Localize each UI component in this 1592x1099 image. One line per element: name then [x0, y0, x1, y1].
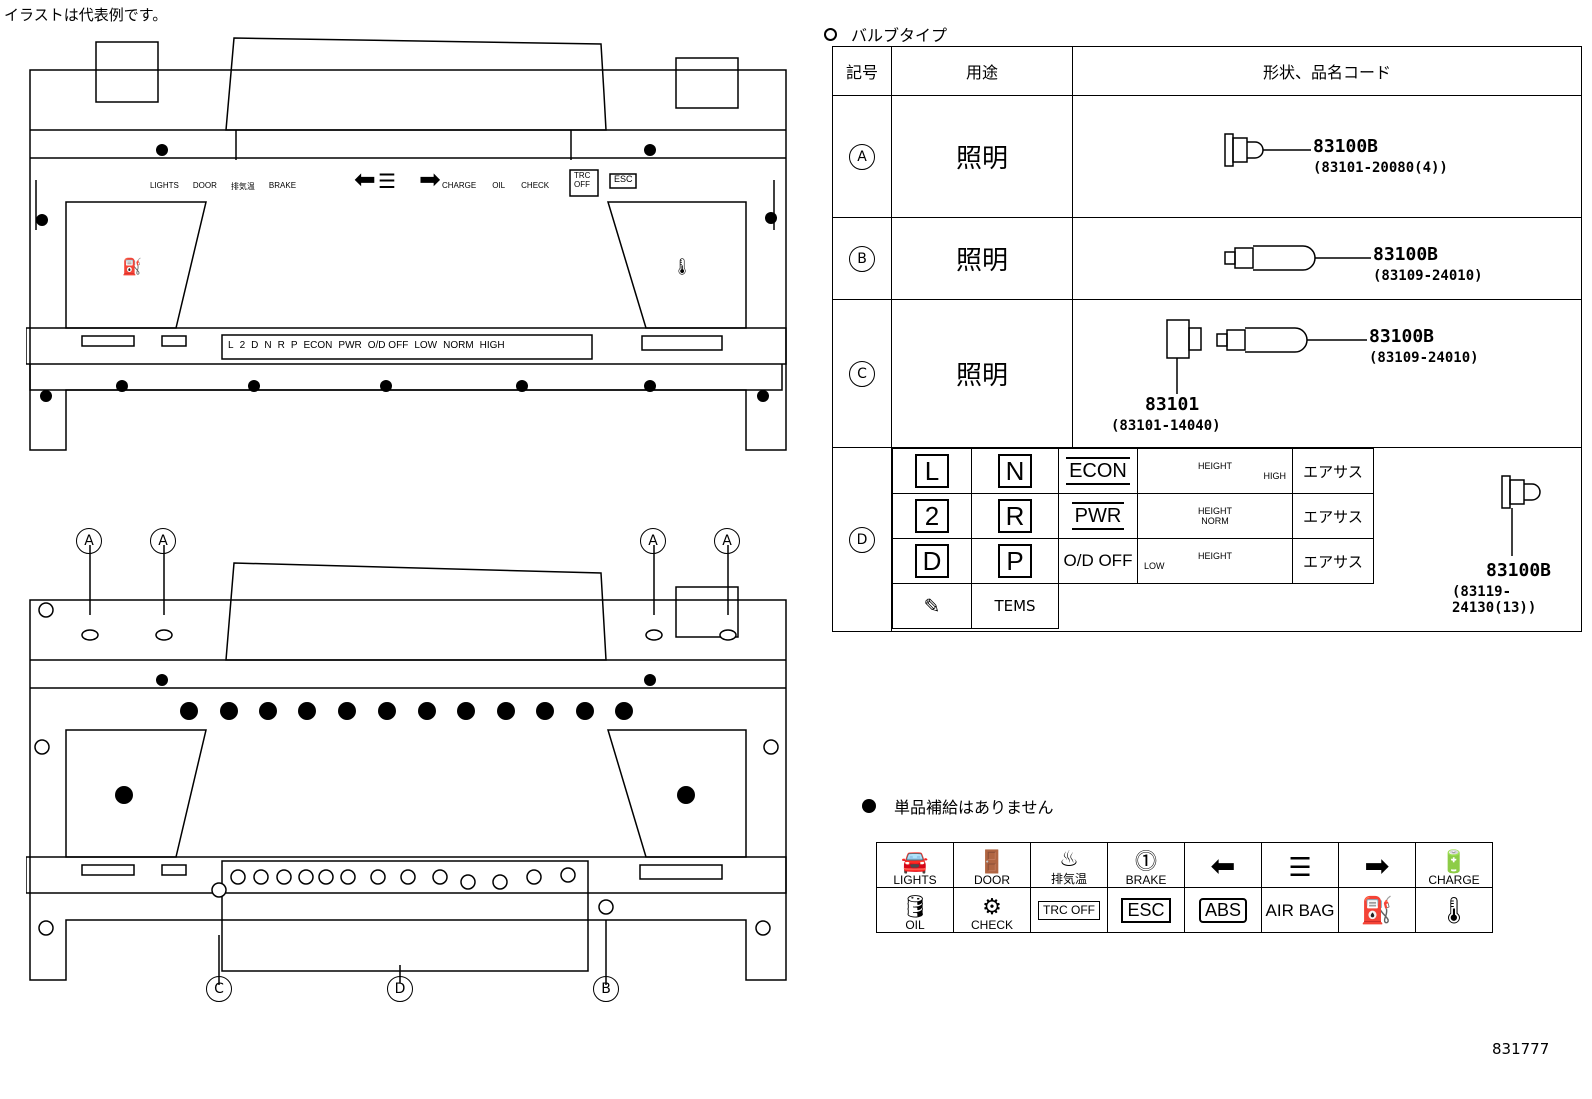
- battery-icon: 🔋: [1440, 849, 1468, 874]
- check-indicator: ⚙CHECK: [953, 887, 1031, 933]
- door-indicator: 🚪DOOR: [953, 842, 1031, 888]
- left-turn-indicator: ⬅: [1184, 842, 1262, 888]
- not-supplied-dots: [115, 702, 695, 804]
- lights-indicator: 🚘LIGHTS: [876, 842, 954, 888]
- headlight-indicator: ☰: [1261, 842, 1339, 888]
- header-symbol: 記号: [832, 46, 892, 96]
- bulb-capless-icon: [1224, 245, 1371, 271]
- top-cluster-drawing: ⬅ ➡ ☰ ⛽ 🌡: [26, 37, 787, 451]
- oil-indicator: 🛢OIL: [876, 887, 954, 933]
- left-arrow-icon: ⬅: [354, 164, 376, 194]
- callout-a-4: A: [714, 528, 740, 554]
- left-arrow-icon: ⬅: [1210, 850, 1236, 883]
- right-arrow-icon: ➡: [419, 164, 441, 194]
- header-use: 用途: [891, 46, 1073, 96]
- table-row-a: A 照明 83100B (83101-20080(4)): [832, 95, 1582, 218]
- table-row-b: B 照明 83100B (83109-24010): [832, 217, 1582, 300]
- callout-a-1: A: [76, 528, 102, 554]
- bottom-cluster-drawing: [26, 545, 787, 985]
- callout-a-3: A: [640, 528, 666, 554]
- diagram-number: 831777: [1492, 1040, 1550, 1058]
- headlight-icon: ☰: [378, 171, 396, 193]
- not-supplied-header: 単品補給はありません: [862, 794, 1054, 818]
- door-icon: 🚪: [978, 849, 1006, 874]
- coolant-temp-icon: 🌡: [1437, 894, 1471, 925]
- temp-icon: 🌡: [672, 258, 692, 276]
- illustration-note: イラストは代表例です。: [4, 6, 168, 24]
- headlight-icon: ☰: [1288, 852, 1312, 882]
- bottom-strip-labels: L 2 D N R P ECON PWR O/D OFF LOW NORM HI…: [228, 340, 505, 351]
- filled-circle-icon: [862, 799, 876, 813]
- top-indicator-labels-right: CHARGE OIL CHECK: [442, 181, 550, 190]
- airbag-indicator: AIR BAG: [1261, 887, 1339, 933]
- fuel-pump-icon: ⛽: [1360, 894, 1394, 925]
- exhaust-indicator: ♨排気温: [1030, 842, 1108, 888]
- esc-label: ESC: [614, 174, 633, 184]
- pencil-icon: ✎: [923, 594, 941, 618]
- bulb-type-header: バルブタイプ: [824, 22, 947, 46]
- lights-icon: 🚘: [901, 849, 929, 874]
- trc-off-indicator: TRC OFF: [1030, 887, 1108, 933]
- callout-d: D: [387, 976, 413, 1002]
- right-turn-indicator: ➡: [1338, 842, 1416, 888]
- fuel-icon: ⛽: [122, 257, 142, 276]
- open-circle-icon: [824, 27, 837, 41]
- brake-icon: ⓵: [1134, 849, 1157, 874]
- callout-c: C: [206, 976, 232, 1002]
- table-row-c: C 照明 83100B (83109-24010) 83101 (83101-1…: [832, 299, 1582, 448]
- oil-can-icon: 🛢: [901, 894, 929, 919]
- bulb-wedge-icon: [1224, 133, 1311, 167]
- callout-b: B: [593, 976, 619, 1002]
- esc-indicator: ESC: [1107, 887, 1185, 933]
- coolant-indicator: 🌡: [1415, 887, 1493, 933]
- callout-a-2: A: [150, 528, 176, 554]
- right-arrow-icon: ➡: [1364, 850, 1390, 883]
- header-shape-code: 形状、品名コード: [1072, 46, 1582, 96]
- bulb-wedge-d-icon: [1501, 475, 1541, 556]
- charge-indicator: 🔋CHARGE: [1415, 842, 1493, 888]
- exhaust-temp-icon: ♨: [1059, 846, 1079, 871]
- top-indicator-labels: LIGHTS DOOR 排気温 BRAKE: [150, 181, 297, 191]
- trc-off-label: TRC OFF: [574, 171, 591, 189]
- fuel-indicator: ⛽: [1338, 887, 1416, 933]
- abs-indicator: ABS: [1184, 887, 1262, 933]
- engine-check-icon: ⚙: [982, 894, 1002, 919]
- bulb-table: 記号 用途 形状、品名コード A 照明 83100B (83101-20080(…: [832, 46, 1582, 632]
- bulb-socket-icon: [1166, 319, 1367, 394]
